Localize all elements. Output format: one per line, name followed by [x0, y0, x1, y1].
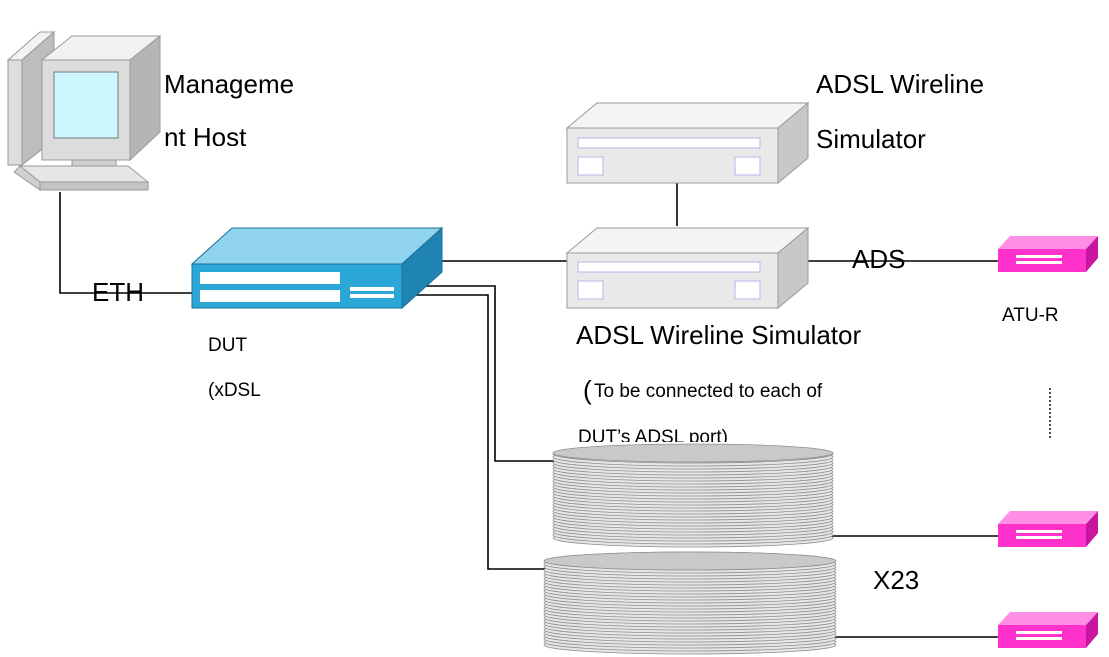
atu-r-modem-icon-3: [998, 612, 1098, 648]
simulator-top-label-line1: ADSL Wireline: [816, 69, 985, 99]
simulator-note-line1: To be connected to each of: [594, 381, 823, 402]
atu-r-modem-icon-2: [998, 511, 1098, 547]
wireline-simulator-icon-top: [565, 101, 810, 185]
cable-reel-icon-2: [543, 551, 837, 655]
ads-label: ADS: [852, 244, 906, 274]
eth-label: ETH: [92, 277, 144, 307]
dut-label-line1: DUT: [208, 335, 248, 356]
cable-reel-icon-1: [552, 443, 834, 548]
connection-lines: [59, 182, 998, 638]
host-label-line2: nt Host: [164, 124, 247, 146]
host-label-line1: Manageme: [164, 69, 295, 99]
wireline-simulator-icon-bottom: [565, 226, 810, 310]
simulator-bottom-label: ADSL Wireline Simulator: [576, 320, 862, 350]
dut-reel2-line: [410, 294, 560, 570]
dut-reel1-line: [410, 285, 562, 462]
simulator-top-label-line2: Simulator: [816, 124, 926, 154]
simulator-note-line2: DUT’s ADSL port): [578, 428, 728, 442]
xdsl-dut-icon: [190, 226, 444, 310]
atu-r-label: ATU-R: [1002, 305, 1059, 326]
dut-label-line2: (xDSL: [208, 380, 261, 401]
x23-label: X23: [873, 565, 920, 595]
computer-icon: [6, 30, 162, 191]
atu-r-modem-icon-1: [998, 236, 1098, 272]
host-dut-line: [59, 192, 192, 294]
simulator-note-paren: (: [583, 375, 592, 405]
